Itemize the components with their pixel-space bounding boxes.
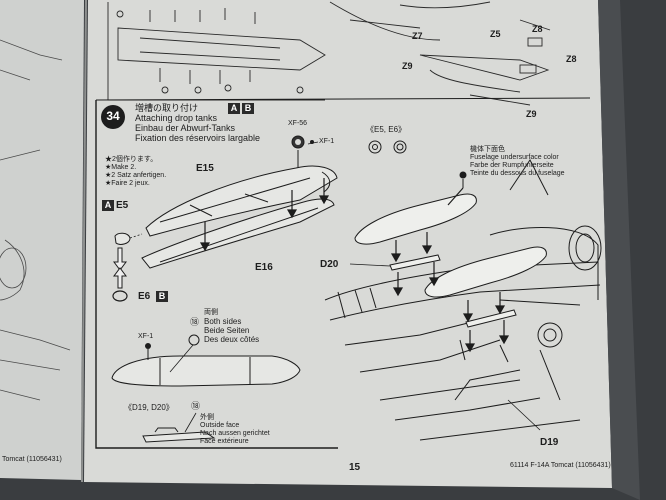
both-sides-de: Beide Seiten — [204, 326, 250, 335]
footer-right: 61114 F-14A Tomcat (11056431) — [510, 462, 611, 469]
fuselage-color-fr: Teinte du dessous du fuselage — [470, 170, 565, 177]
outside-parts: 《D19, D20》 — [124, 403, 174, 412]
part-d19: D19 — [540, 437, 559, 448]
part-e16: E16 — [255, 262, 273, 273]
make-two-en: ★Make 2. — [105, 164, 137, 171]
part-z7: Z7 — [412, 31, 423, 41]
make-two-de: ★2 Satz anfertigen. — [105, 172, 167, 179]
both-sides-note: 両側 Both sides Beide Seiten Des deux côté… — [204, 309, 259, 344]
step-number: 34 — [106, 109, 120, 123]
step-title-en: Attaching drop tanks — [135, 113, 218, 123]
make-two-ja: ★2個作ります。 — [105, 156, 158, 163]
part-z9-left: Z9 — [402, 61, 413, 71]
part-z9-bottom: Z9 — [526, 109, 537, 119]
page-number: 15 — [349, 462, 361, 473]
both-sides-decal: ⑱ — [190, 317, 200, 327]
part-e5-badge: A — [102, 200, 114, 211]
part-z8-top: Z8 — [532, 24, 543, 34]
part-z5: Z5 — [490, 29, 501, 39]
both-sides-en: Both sides — [204, 317, 242, 326]
outside-ja: 外側 — [200, 414, 214, 421]
step-title: 増槽の取り付け Attaching drop tanks Einbau der … — [135, 103, 260, 143]
step-badge-b: B — [242, 103, 254, 114]
step-title-ja: 増槽の取り付け — [135, 103, 199, 113]
alt-parts-label: 《E5, E6》 — [366, 125, 407, 134]
outside-en: Outside face — [200, 422, 240, 429]
part-e6: E6 — [138, 291, 151, 302]
outside-decal: ⑱ — [191, 401, 201, 411]
paint-code-tank: XF-1 — [138, 333, 154, 340]
part-e15: E15 — [196, 163, 214, 174]
step-title-de: Einbau der Abwurf-Tanks — [135, 123, 236, 133]
both-sides-ja: 両側 — [204, 309, 218, 316]
step-title-fr: Fixation des réservoirs largable — [135, 133, 261, 143]
footer-left: Tomcat (11056431) — [2, 456, 62, 463]
outside-de: Nach aussen gerichtet — [200, 430, 270, 437]
both-sides-fr: Des deux côtés — [204, 335, 260, 344]
paint-code-right: XF-1 — [319, 138, 335, 145]
fuselage-color-note: 機体下面色 Fuselage undersurface color Farbe … — [470, 146, 565, 178]
part-d20: D20 — [320, 259, 339, 270]
outside-fr: Face extérieure — [200, 438, 249, 445]
part-e5: E5 — [116, 200, 129, 211]
make-two-note: ★2個作ります。 ★Make 2. ★2 Satz anfertigen. ★F… — [105, 156, 166, 188]
part-z8-right: Z8 — [566, 54, 577, 64]
part-e6-badge: B — [156, 291, 168, 302]
step-badge-a: A — [228, 103, 240, 114]
fuselage-color-ja: 機体下面色 — [470, 146, 505, 153]
fuselage-color-en: Fuselage undersurface color — [470, 154, 559, 161]
outside-face-note: 外側 Outside face Nach aussen gerichtet Fa… — [200, 414, 270, 446]
fuselage-color-de: Farbe der Rumpfunterseite — [470, 162, 554, 169]
paint-code-top: XF-56 — [288, 120, 308, 127]
make-two-fr: ★Faire 2 jeux. — [105, 180, 150, 187]
